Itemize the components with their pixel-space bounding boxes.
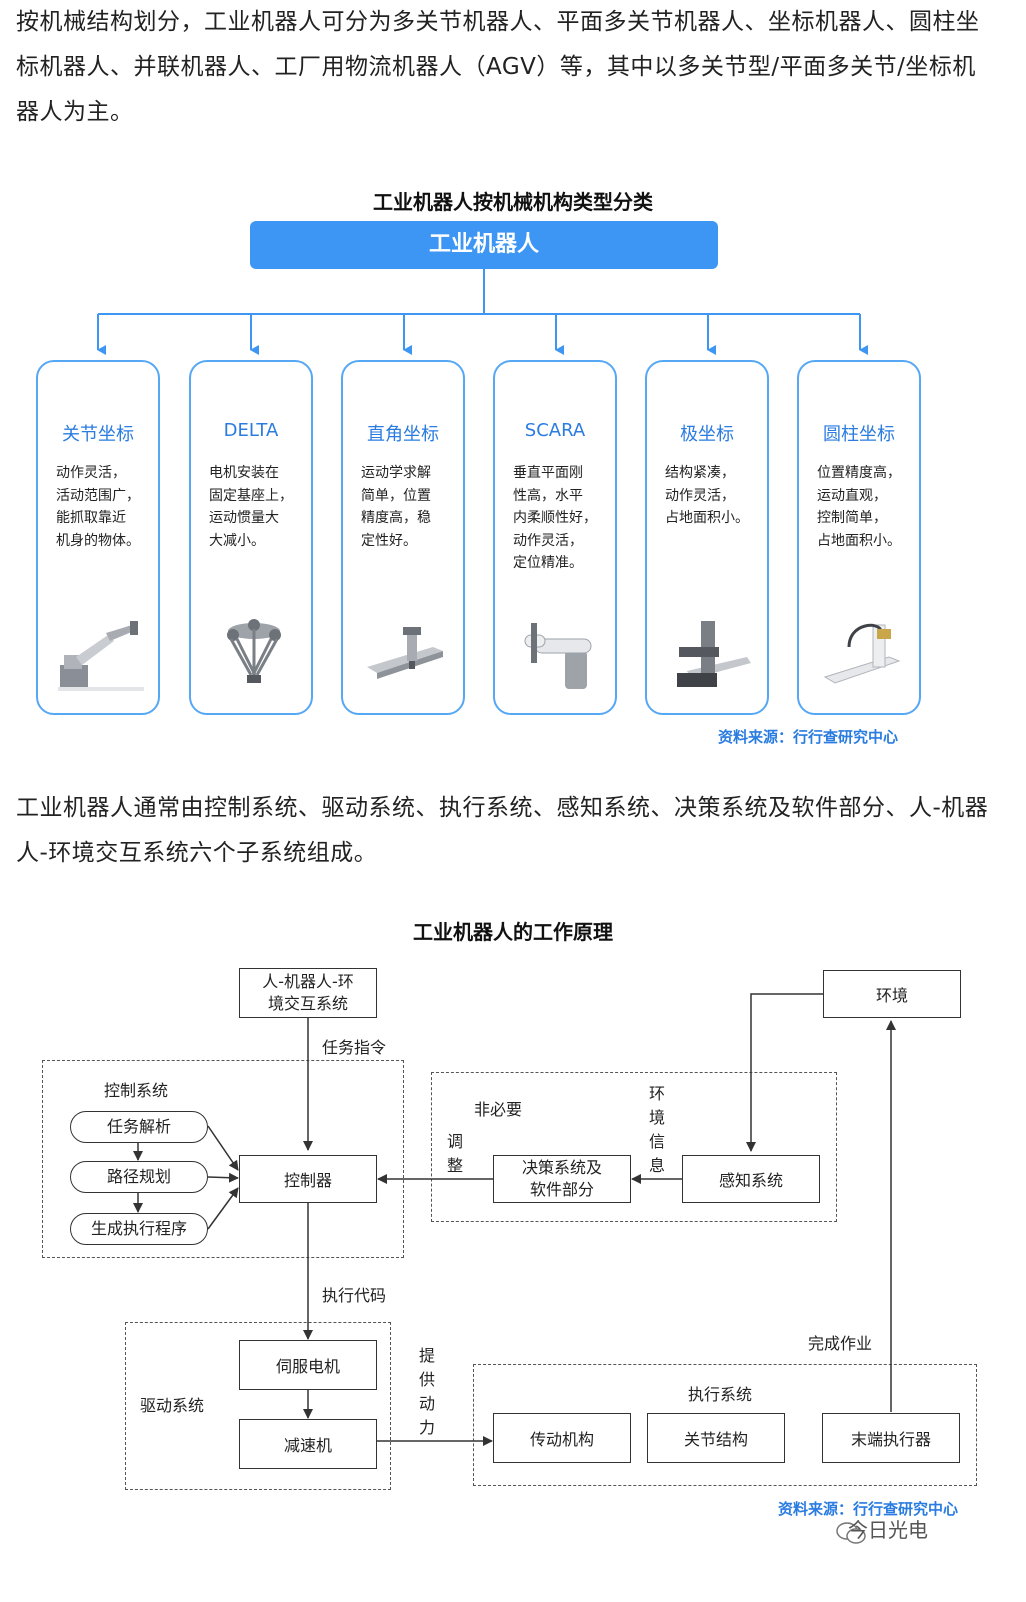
end-effector-box: 末端执行器 bbox=[822, 1413, 960, 1463]
articulated-robot-icon bbox=[58, 621, 144, 691]
cartesian-robot-icon bbox=[367, 627, 443, 679]
root-node: 工业机器人 bbox=[250, 221, 718, 269]
wechat-icon bbox=[836, 1522, 866, 1544]
classification-source: 资料来源：行行查研究中心 bbox=[718, 728, 899, 746]
task-command-label: 任务指令 bbox=[322, 1038, 387, 1057]
decision-software-box: 决策系统及 软件部分 bbox=[493, 1155, 631, 1203]
type-desc: 动作灵活， 活动范围广， 能抓取靠近 机身的物体。 bbox=[56, 465, 140, 549]
type-name: 极坐标 bbox=[680, 424, 734, 445]
principle-source: 资料来源：行行查研究中心 bbox=[778, 1500, 959, 1518]
type-card-articulated: 关节坐标 动作灵活， 活动范围广， 能抓取靠近 机身的物体。 bbox=[36, 360, 160, 715]
path-planning-step: 路径规划 bbox=[70, 1161, 208, 1193]
classification-connectors bbox=[97, 269, 868, 355]
complete-work-label: 完成作业 bbox=[808, 1334, 873, 1353]
type-card-cartesian: 直角坐标 运动学求解 简单，位置 精度高，稳 定性好。 bbox=[341, 360, 465, 715]
type-desc: 结构紧凑， 动作灵活， 占地面积小。 bbox=[665, 465, 749, 526]
joint-structure-box: 关节结构 bbox=[647, 1413, 785, 1463]
subsystems-paragraph: 工业机器人通常由控制系统、驱动系统、执行系统、感知系统、决策系统及软件部分、人-… bbox=[16, 795, 989, 866]
scara-robot-icon bbox=[524, 623, 592, 689]
type-name: 关节坐标 bbox=[62, 424, 134, 445]
intro-paragraph: 按机械结构划分，工业机器人可分为多关节机器人、平面多关节机器人、坐标机器人、圆柱… bbox=[16, 9, 980, 125]
type-name: SCARA bbox=[524, 420, 586, 441]
control-system-group bbox=[42, 1060, 404, 1258]
type-card-cylindrical: 圆柱坐标 位置精度高， 运动直观， 控制简单， 占地面积小。 bbox=[797, 360, 921, 715]
exec-code-label: 执行代码 bbox=[322, 1286, 387, 1305]
type-desc: 运动学求解 简单，位置 精度高，稳 定性好。 bbox=[361, 465, 431, 549]
principle-title: 工业机器人的工作原理 bbox=[413, 920, 613, 944]
watermark-text: 今日光电 bbox=[848, 1518, 928, 1542]
type-desc: 电机安装在 固定基座上， 运动惯量大 大减小。 bbox=[209, 465, 293, 549]
polar-robot-icon bbox=[677, 621, 751, 687]
reducer-box: 减速机 bbox=[239, 1419, 377, 1469]
drive-system-group bbox=[125, 1322, 391, 1490]
provide-power-label: 提 供 动 力 bbox=[418, 1346, 435, 1437]
classification-title: 工业机器人按机械机构类型分类 bbox=[373, 190, 653, 214]
adjust-label: 调 整 bbox=[446, 1132, 463, 1175]
optional-group bbox=[431, 1072, 837, 1222]
controller-box: 控制器 bbox=[239, 1155, 377, 1203]
exec-system-group bbox=[473, 1364, 977, 1486]
type-card-scara: SCARA 垂直平面刚 性高，水平 内柔顺性好， 动作灵活， 定位精准。 bbox=[493, 360, 617, 715]
env-info-label: 环 境 信 息 bbox=[648, 1084, 665, 1175]
type-desc: 位置精度高， 运动直观， 控制简单， 占地面积小。 bbox=[817, 465, 901, 549]
servo-motor-box: 伺服电机 bbox=[239, 1340, 377, 1390]
optional-label: 非必要 bbox=[474, 1100, 523, 1119]
type-name: 直角坐标 bbox=[367, 424, 439, 445]
transmission-box: 传动机构 bbox=[493, 1413, 631, 1463]
type-name: DELTA bbox=[223, 420, 279, 441]
perception-system-box: 感知系统 bbox=[682, 1155, 820, 1203]
hri-system-box: 人-机器人-环 境交互系统 bbox=[239, 968, 377, 1018]
cylindrical-robot-icon bbox=[823, 623, 901, 684]
environment-box: 环境 bbox=[823, 970, 961, 1018]
type-card-delta: DELTA 电机安装在 固定基座上， 运动惯量大 大减小。 bbox=[189, 360, 313, 715]
type-card-polar: 极坐标 结构紧凑， 动作灵活， 占地面积小。 bbox=[645, 360, 769, 715]
type-name: 圆柱坐标 bbox=[823, 424, 895, 445]
control-system-label: 控制系统 bbox=[104, 1081, 169, 1100]
task-parse-step: 任务解析 bbox=[70, 1111, 208, 1143]
delta-robot-icon bbox=[227, 619, 281, 683]
generate-program-step: 生成执行程序 bbox=[70, 1213, 208, 1245]
type-desc: 垂直平面刚 性高，水平 内柔顺性好， 动作灵活， 定位精准。 bbox=[513, 465, 597, 571]
exec-system-label: 执行系统 bbox=[688, 1385, 753, 1404]
drive-system-label: 驱动系统 bbox=[140, 1396, 205, 1415]
